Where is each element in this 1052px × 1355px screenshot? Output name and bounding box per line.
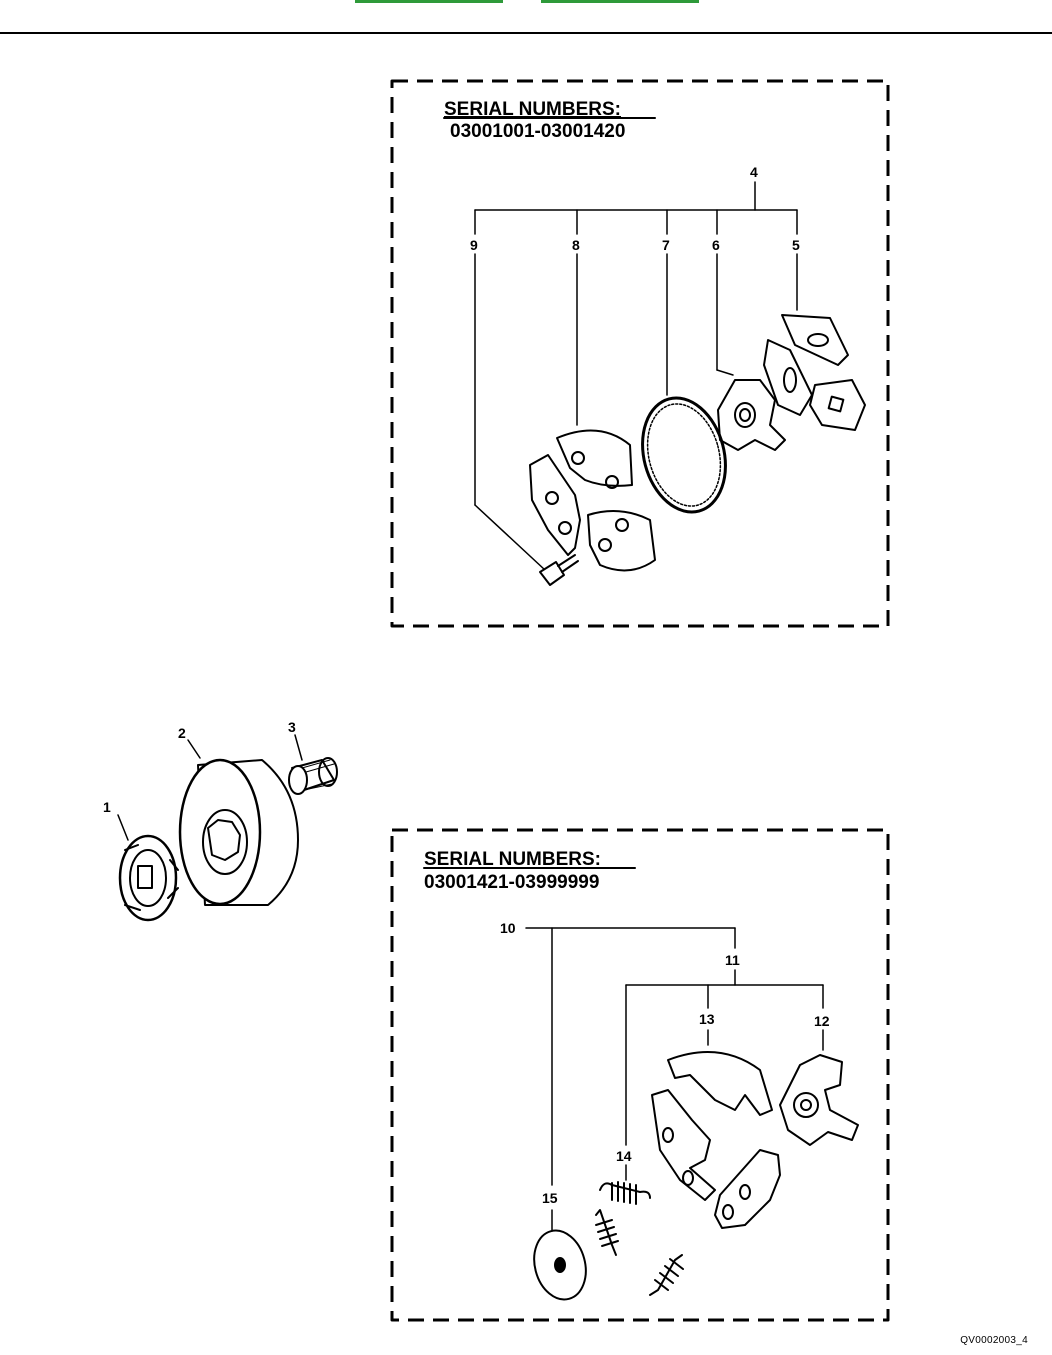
part-14-springs [596, 1182, 683, 1295]
callout-1: 1 [103, 799, 111, 815]
callout-3: 3 [288, 719, 296, 735]
part-1-rim-sprocket [120, 836, 178, 920]
callout-4: 4 [750, 164, 758, 180]
callout-13: 13 [699, 1011, 715, 1027]
callout-15: 15 [542, 1190, 558, 1206]
callout-9: 9 [470, 237, 478, 253]
lower-callout-tree [526, 928, 823, 1230]
part-9-screw [540, 555, 578, 585]
callout-2: 2 [178, 725, 186, 741]
part-12-hub [780, 1055, 858, 1145]
callout-11: 11 [725, 952, 740, 968]
callout-12: 12 [814, 1013, 830, 1029]
lower-serial-heading: SERIAL NUMBERS: [424, 849, 601, 870]
callout-14: 14 [616, 1148, 632, 1164]
part-3-needle-bearing [289, 758, 337, 794]
part-2-clutch-drum [180, 760, 298, 905]
part-13-clutch-shoes [652, 1052, 780, 1228]
part-5-plates [764, 315, 865, 430]
figure-reference: QV0002003_4 [960, 1335, 1028, 1346]
lower-serial-range: 03001421-03999999 [424, 872, 599, 893]
callout-5: 5 [792, 237, 800, 253]
callout-6: 6 [712, 237, 720, 253]
upper-serial-range: 03001001-03001420 [450, 121, 625, 142]
upper-callout-tree [475, 182, 797, 570]
upper-serial-heading: SERIAL NUMBERS: [444, 99, 621, 120]
part-15-washer [527, 1225, 593, 1306]
part-8-clutch-shoes [530, 430, 655, 570]
callout-8: 8 [572, 237, 580, 253]
callout-7: 7 [662, 237, 670, 253]
callout-10: 10 [500, 920, 516, 936]
